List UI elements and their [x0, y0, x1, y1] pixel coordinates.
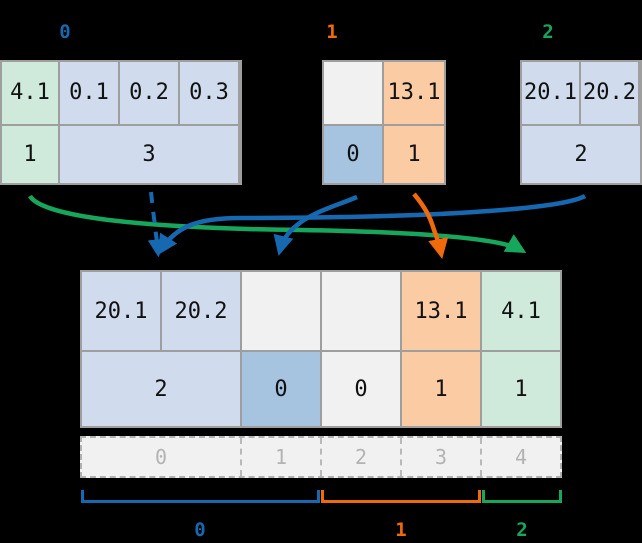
group-2-count-cell: 2 [522, 125, 640, 183]
merged-value-cell: 20.1 [82, 272, 160, 350]
bracket-group-1 [321, 490, 481, 503]
bracket-group-2 [482, 490, 562, 503]
group-table-0: 4.1 0.1 0.2 0.3 1 3 [0, 60, 242, 185]
group-label-1: 1 [326, 21, 338, 43]
group-1-values-row: 13.1 [324, 62, 444, 124]
group-0-value-cell: 0.1 [60, 62, 118, 124]
merged-value-cell: 13.1 [402, 272, 480, 350]
merged-value-cell: 4.1 [482, 272, 560, 350]
group-0-value-cell: 0.2 [120, 62, 178, 124]
blue-arrow-group1-to-slot2 [273, 194, 358, 256]
merged-table: 20.1 20.2 13.1 4.1 2 0 0 1 1 [80, 270, 562, 428]
merged-count-cell: 1 [482, 352, 560, 426]
group-2-counts-row: 2 [522, 125, 640, 183]
group-0-value-cell: 0.3 [180, 62, 238, 124]
index-cell: 0 [82, 438, 242, 476]
group-0-value-cell: 4.1 [2, 62, 58, 124]
index-cell: 2 [322, 438, 402, 476]
merged-value-cell [242, 272, 320, 350]
merged-value-cell [322, 272, 400, 350]
orange-arrow-group1-to-slot3 [412, 192, 449, 259]
blue-dashed-arrow-group0-to-slot1 [147, 191, 166, 258]
index-cell: 1 [242, 438, 322, 476]
blue-arrow-group2-to-slot1 [157, 193, 587, 256]
group-table-2: 20.1 20.2 2 [520, 60, 642, 185]
green-arrow-group0-to-slot4 [28, 194, 527, 254]
merged-values-row: 20.1 20.2 13.1 4.1 [82, 272, 560, 350]
group-0-values-row: 4.1 0.1 0.2 0.3 [2, 62, 240, 124]
bracket-label-1: 1 [395, 519, 407, 541]
index-cell: 3 [402, 438, 482, 476]
bracket-group-0 [81, 490, 320, 503]
index-bar: 0 1 2 3 4 [80, 436, 562, 478]
group-0-count-cell: 1 [2, 125, 58, 183]
group-0-counts-row: 1 3 [2, 125, 240, 183]
group-1-counts-row: 0 1 [324, 125, 444, 183]
bracket-label-2: 2 [516, 519, 528, 541]
group-0-count-cell: 3 [60, 125, 238, 183]
group-table-1: 13.1 0 1 [322, 60, 446, 185]
merged-count-cell: 0 [242, 352, 320, 426]
bracket-label-0: 0 [194, 519, 206, 541]
group-1-value-cell: 13.1 [384, 62, 444, 124]
merged-value-cell: 20.2 [162, 272, 240, 350]
group-label-2: 2 [542, 21, 554, 43]
index-cell: 4 [514, 445, 528, 469]
group-1-count-cell: 0 [324, 125, 382, 183]
merged-counts-row: 2 0 0 1 1 [82, 352, 560, 426]
merged-count-cell: 0 [322, 352, 400, 426]
group-2-value-cell: 20.2 [581, 62, 638, 124]
group-label-0: 0 [59, 21, 71, 43]
group-1-count-cell: 1 [384, 125, 444, 183]
group-2-value-cell: 20.1 [522, 62, 579, 124]
merged-count-cell: 2 [82, 352, 240, 426]
group-2-values-row: 20.1 20.2 [522, 62, 640, 124]
merged-count-cell: 1 [402, 352, 480, 426]
group-1-value-cell [324, 62, 382, 124]
